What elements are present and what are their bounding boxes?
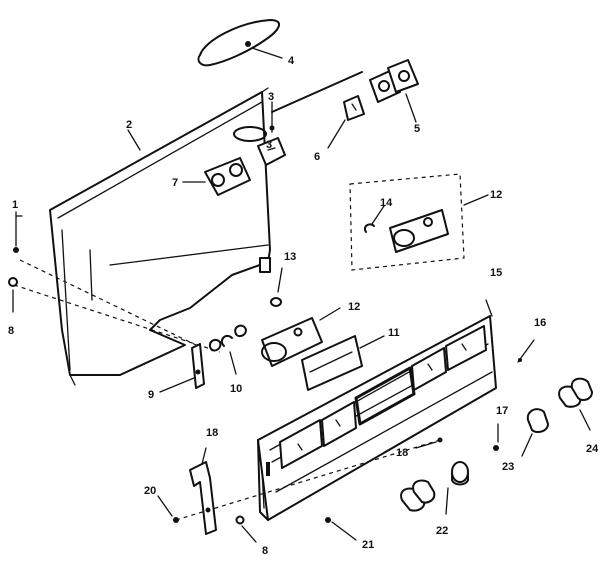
part-19-bracket bbox=[189, 447, 217, 535]
callout-15: 15 bbox=[490, 267, 502, 279]
part-11-overlay bbox=[301, 335, 385, 391]
assembly-line-bottom bbox=[175, 439, 441, 521]
callout-8-bottom: 8 bbox=[262, 545, 268, 557]
callout-11: 11 bbox=[388, 327, 400, 339]
assembly-line-left-2 bbox=[13, 284, 221, 353]
callout-17: 17 bbox=[496, 405, 508, 417]
callout-18-lower: 18 bbox=[396, 447, 408, 459]
callout-12-lower: 12 bbox=[348, 301, 360, 313]
callout-10: 10 bbox=[230, 383, 242, 395]
callout-3-lower: 3 bbox=[266, 139, 272, 151]
callout-21: 21 bbox=[362, 539, 374, 551]
assembly-line-left bbox=[19, 259, 197, 346]
callout-1: 1 bbox=[12, 199, 18, 211]
part-17-screw bbox=[493, 423, 499, 451]
callout-18-upper: 18 bbox=[206, 427, 218, 439]
part-15-control-panel bbox=[257, 299, 497, 521]
callout-22: 22 bbox=[436, 525, 448, 537]
part-13-screw bbox=[270, 267, 283, 307]
part-22-knobs bbox=[400, 461, 469, 515]
callout-16: 16 bbox=[534, 317, 546, 329]
part-7-switch bbox=[182, 157, 251, 196]
callout-8-left: 8 bbox=[8, 325, 14, 337]
part-21-screw bbox=[325, 517, 357, 541]
part-9-bracket bbox=[159, 343, 205, 393]
part-6-switch bbox=[327, 95, 365, 149]
part-3-bracket bbox=[233, 101, 286, 166]
callout-24: 24 bbox=[586, 443, 599, 455]
part-2-back-panel bbox=[49, 87, 271, 386]
part-10-clips bbox=[208, 324, 247, 375]
callout-20: 20 bbox=[144, 485, 156, 497]
part-16-screw bbox=[517, 339, 535, 363]
callout-13: 13 bbox=[284, 251, 296, 263]
part-4-wire-loop bbox=[197, 19, 283, 67]
callout-labels: 1 2 3 3 4 5 6 7 8 8 9 10 11 12 12 13 14 … bbox=[8, 55, 599, 557]
callout-4: 4 bbox=[288, 55, 295, 67]
callout-5: 5 bbox=[414, 123, 420, 135]
callout-2: 2 bbox=[126, 119, 132, 131]
callout-3: 3 bbox=[268, 91, 274, 103]
part-24-knobs bbox=[558, 377, 593, 431]
callout-12-upper: 12 bbox=[490, 189, 502, 201]
part-8-clip-left bbox=[8, 277, 18, 313]
part-23-knob bbox=[521, 408, 549, 457]
part-8-clip-bottom bbox=[235, 515, 257, 543]
part-1-screw bbox=[13, 211, 23, 253]
callout-6: 6 bbox=[314, 151, 320, 163]
callout-9: 9 bbox=[148, 389, 154, 401]
callout-23: 23 bbox=[502, 461, 514, 473]
part-5-switch-pair bbox=[369, 59, 419, 123]
callout-7: 7 bbox=[172, 177, 178, 189]
part-18-screw bbox=[415, 437, 443, 449]
callout-14: 14 bbox=[380, 197, 393, 209]
part-12-boxed-assembly bbox=[349, 173, 489, 271]
rod bbox=[271, 71, 363, 113]
part-20-screw bbox=[157, 495, 179, 523]
part-12-lower-switch bbox=[261, 307, 341, 367]
